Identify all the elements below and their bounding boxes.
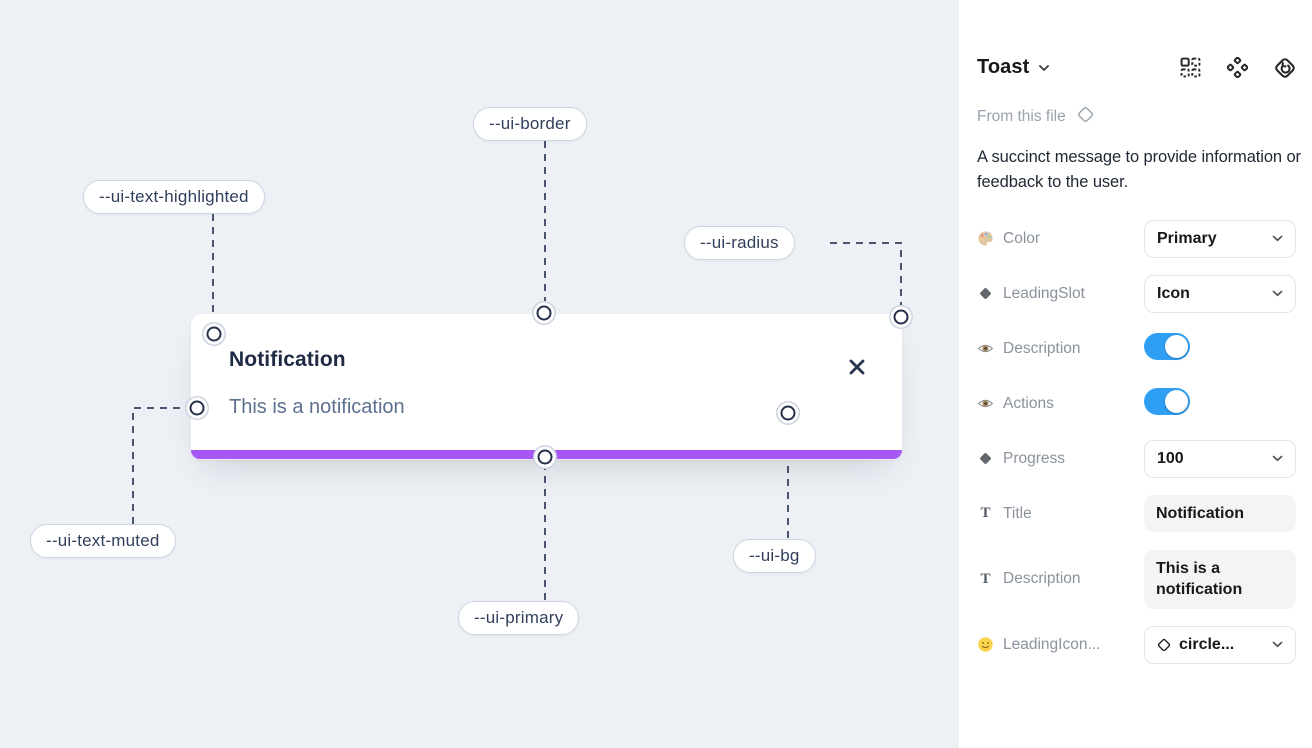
prop-row-title: T Title Notification <box>977 494 1296 533</box>
prop-label-actions: Actions <box>1003 394 1054 412</box>
chevron-down-icon[interactable] <box>1038 64 1050 72</box>
token-label-border: --ui-border <box>473 107 587 141</box>
panel-header: Toast <box>977 56 1296 79</box>
prop-label-title: Title <box>1003 504 1032 522</box>
description-toggle[interactable] <box>1144 332 1190 360</box>
prop-row-description-toggle: Description <box>977 330 1296 368</box>
components-icon[interactable] <box>1227 57 1248 78</box>
prop-label-leadingslot: LeadingSlot <box>1003 284 1085 302</box>
variant-grid-icon[interactable] <box>1180 57 1201 78</box>
text-icon: T <box>980 505 991 521</box>
source-label: From this file <box>977 108 1066 125</box>
description-field[interactable]: This is a notification <box>1144 549 1296 609</box>
leadingicon-select[interactable]: circle... <box>1144 625 1296 664</box>
chevron-down-icon <box>1272 455 1283 462</box>
toast-description: This is a notification <box>229 396 405 418</box>
prop-label-description: Description <box>1003 339 1081 357</box>
prop-label-description-text: Description <box>1003 570 1081 588</box>
reset-instance-icon[interactable] <box>1274 57 1296 79</box>
connector-dot-primary <box>537 449 553 465</box>
prop-label-progress: Progress <box>1003 449 1066 467</box>
diamond-icon <box>977 286 994 301</box>
properties-panel: Toast <box>958 0 1312 748</box>
toggle-knob <box>1165 389 1188 413</box>
canvas: Notification This is a notification --ui… <box>0 0 958 748</box>
color-select[interactable]: Primary <box>1144 219 1296 258</box>
component-description: A succinct message to provide informatio… <box>977 148 1301 191</box>
smiley-icon <box>977 636 994 653</box>
diamond-outline-icon <box>1157 638 1171 652</box>
connector-dot-border <box>536 305 552 321</box>
title-field[interactable]: Notification <box>1144 494 1296 533</box>
component-title[interactable]: Toast <box>977 56 1030 78</box>
prop-row-leadingslot: LeadingSlot Icon <box>977 274 1296 313</box>
eye-icon <box>977 340 994 357</box>
prop-label-leadingicon: LeadingIcon... <box>1003 635 1101 653</box>
toast-title: Notification <box>229 348 346 371</box>
progress-select[interactable]: 100 <box>1144 439 1296 478</box>
chevron-down-icon <box>1272 235 1283 242</box>
color-select-value: Primary <box>1157 229 1217 247</box>
leadingslot-select[interactable]: Icon <box>1144 274 1296 313</box>
source-row: From this file <box>977 106 1296 128</box>
token-label-bg: --ui-bg <box>733 539 816 573</box>
toast-component[interactable]: Notification This is a notification <box>190 313 903 460</box>
token-label-radius: --ui-radius <box>684 226 795 260</box>
chevron-down-icon <box>1272 641 1283 648</box>
property-rows: Color Primary LeadingS <box>977 219 1296 664</box>
prop-row-progress: Progress 100 <box>977 439 1296 478</box>
leadingslot-select-value: Icon <box>1157 284 1190 302</box>
toggle-knob <box>1165 334 1188 358</box>
eye-icon <box>977 395 994 412</box>
prop-row-color: Color Primary <box>977 219 1296 258</box>
palette-icon <box>977 230 994 247</box>
connector-dot-radius <box>893 309 909 325</box>
prop-row-actions-toggle: Actions <box>977 385 1296 423</box>
prop-label-color: Color <box>1003 229 1041 247</box>
token-label-text-muted: --ui-text-muted <box>30 524 176 558</box>
actions-toggle[interactable] <box>1144 387 1190 415</box>
progress-select-value: 100 <box>1157 449 1184 467</box>
diamond-outline-icon <box>1077 106 1094 128</box>
leadingicon-select-value: circle... <box>1179 635 1235 653</box>
prop-row-description-text: T Description This is a notification <box>977 549 1296 609</box>
prop-row-leadingicon: LeadingIcon... circle... <box>977 625 1296 664</box>
token-label-primary: --ui-primary <box>458 601 580 635</box>
token-label-text-highlighted: --ui-text-highlighted <box>83 180 265 214</box>
chevron-down-icon <box>1272 290 1283 297</box>
connector-dot-text-muted <box>189 400 205 416</box>
connector-dot-bg <box>780 405 796 421</box>
connector-dot-text-highlighted <box>206 326 222 342</box>
diamond-icon <box>977 451 994 466</box>
close-icon[interactable] <box>846 357 868 379</box>
text-icon: T <box>980 570 991 587</box>
